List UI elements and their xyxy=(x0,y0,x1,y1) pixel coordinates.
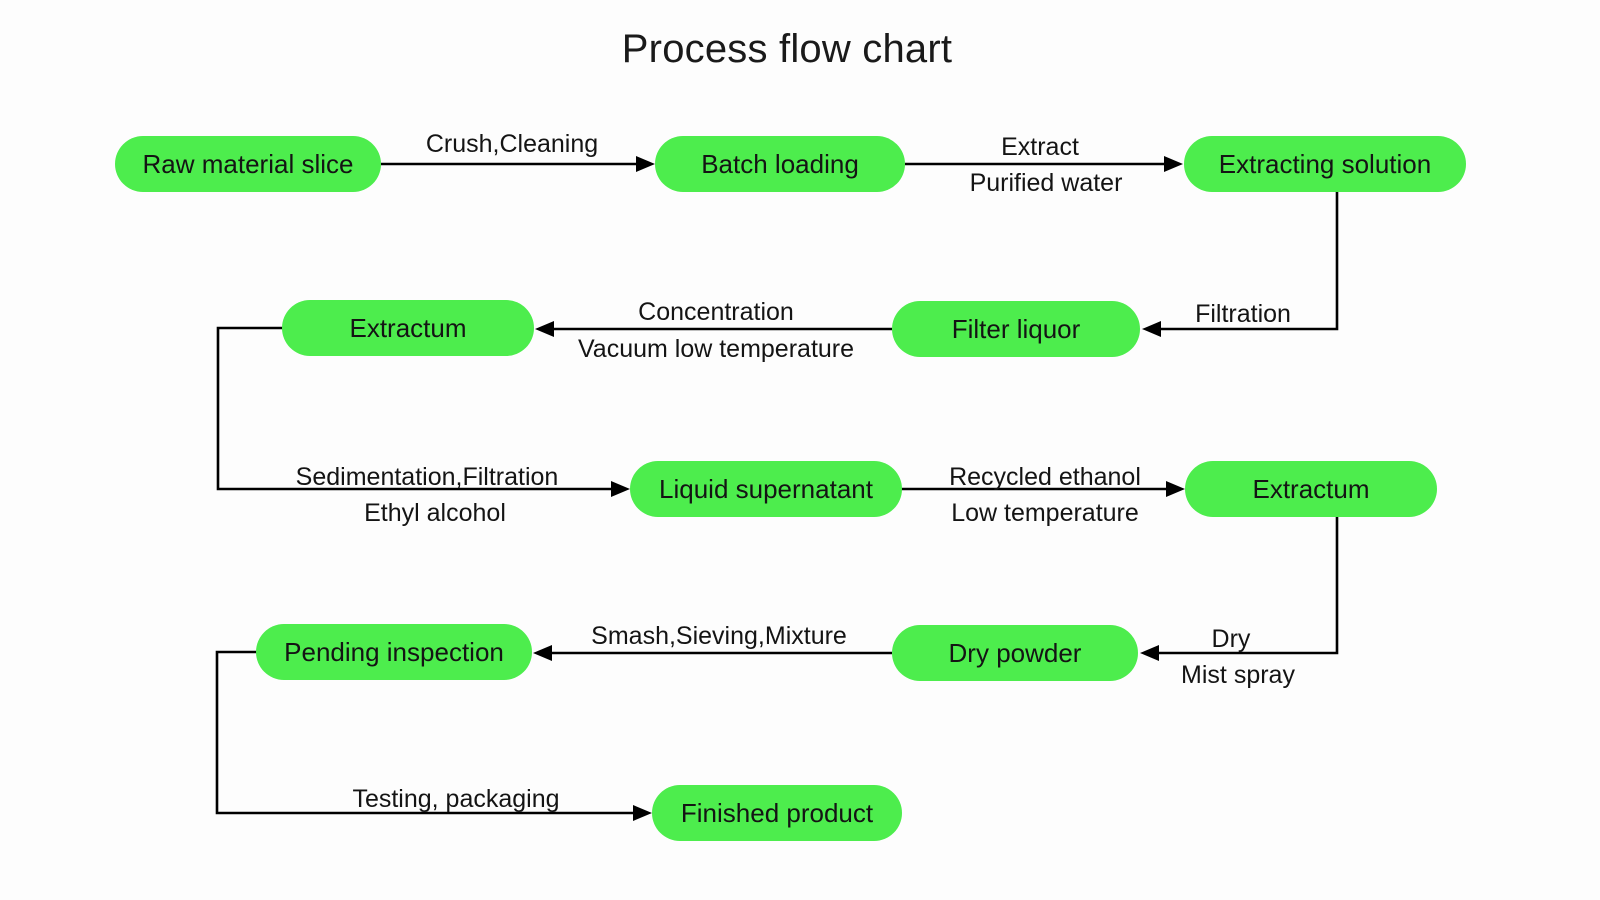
page-title: Process flow chart xyxy=(622,27,952,71)
edge-dry-powder-to-pending-inspection: Smash,Sieving,Mixture xyxy=(533,622,892,661)
node-shape[interactable] xyxy=(282,300,534,356)
edge-extractum-to-liquid-supernatant: Sedimentation,Filtration Ethyl alcohol xyxy=(216,326,630,527)
edge-label-above: Concentration xyxy=(638,298,794,326)
edge-label-below: Purified water xyxy=(970,169,1123,197)
arrow-head-icon xyxy=(611,481,630,497)
edge-label-above: Crush,Cleaning xyxy=(426,130,598,158)
edge-path xyxy=(216,326,615,491)
node-label: Extracting solution xyxy=(1219,149,1431,179)
node-shape[interactable] xyxy=(1185,461,1437,517)
edge-pending-inspection-to-finished-product: Testing, packaging xyxy=(215,650,652,821)
arrow-head-icon xyxy=(1164,156,1183,172)
node-label: Pending inspection xyxy=(284,637,504,667)
node-shape[interactable] xyxy=(256,624,532,680)
node-shape[interactable] xyxy=(892,625,1138,681)
edge-label-below: Vacuum low temperature xyxy=(578,335,854,363)
edge-extracting-solution-to-filter-liquor: Filtration xyxy=(1142,192,1339,337)
node-label: Dry powder xyxy=(949,638,1082,668)
node-label: Batch loading xyxy=(701,149,859,179)
node-label: Finished product xyxy=(681,798,874,828)
node-shape[interactable] xyxy=(115,136,381,192)
node-shape[interactable] xyxy=(655,136,905,192)
edge-filter-liquor-to-extractum: Concentration Vacuum low temperature xyxy=(535,298,892,363)
arrow-head-icon xyxy=(1142,321,1161,337)
edge-liquid-supernatant-to-extractum: Recycled ethanol Low temperature xyxy=(898,463,1185,527)
node-raw-material-slice[interactable]: Raw material slice xyxy=(115,136,381,192)
edge-label-above: Extract xyxy=(1001,133,1079,161)
node-label: Extractum xyxy=(1252,474,1369,504)
node-extractum-row3[interactable]: Extractum xyxy=(1185,461,1437,517)
arrow-head-icon xyxy=(636,156,655,172)
edge-label-below: Ethyl alcohol xyxy=(364,499,506,527)
edge-path xyxy=(1157,192,1339,331)
edge-label-above: Dry xyxy=(1212,625,1251,653)
edge-label-above: Testing, packaging xyxy=(352,785,559,813)
node-label: Extractum xyxy=(349,313,466,343)
edge-label-above: Filtration xyxy=(1195,300,1291,328)
node-shape[interactable] xyxy=(630,461,902,517)
arrow-head-icon xyxy=(1166,481,1185,497)
node-shape[interactable] xyxy=(1184,136,1466,192)
node-label: Filter liquor xyxy=(952,314,1081,344)
edge-path xyxy=(1155,517,1339,655)
edge-label-below: Low temperature xyxy=(951,499,1139,527)
edge-label-above: Smash,Sieving,Mixture xyxy=(591,622,847,650)
node-filter-liquor[interactable]: Filter liquor xyxy=(892,301,1140,357)
edge-label-above: Sedimentation,Filtration xyxy=(296,463,559,491)
node-extractum-row2[interactable]: Extractum xyxy=(282,300,534,356)
edge-label-above: Recycled ethanol xyxy=(949,463,1141,491)
node-shape[interactable] xyxy=(652,785,902,841)
node-pending-inspection[interactable]: Pending inspection xyxy=(256,624,532,680)
node-finished-product[interactable]: Finished product xyxy=(652,785,902,841)
edge-path xyxy=(215,650,637,815)
edge-extractum-to-dry-powder: Dry Mist spray xyxy=(1140,517,1339,689)
arrow-head-icon xyxy=(533,645,552,661)
edge-label-below: Mist spray xyxy=(1181,661,1295,689)
node-label: Liquid supernatant xyxy=(659,474,874,504)
edge-batch-loading-to-extracting-solution: Extract Purified water xyxy=(905,133,1183,197)
arrow-head-icon xyxy=(633,805,652,821)
node-shape[interactable] xyxy=(892,301,1140,357)
node-dry-powder[interactable]: Dry powder xyxy=(892,625,1138,681)
node-label: Raw material slice xyxy=(143,149,354,179)
arrow-head-icon xyxy=(535,321,554,337)
edge-raw-material-to-batch-loading: Crush,Cleaning xyxy=(381,130,655,172)
node-batch-loading[interactable]: Batch loading xyxy=(655,136,905,192)
node-extracting-solution[interactable]: Extracting solution xyxy=(1184,136,1466,192)
arrow-head-icon xyxy=(1140,645,1159,661)
node-liquid-supernatant[interactable]: Liquid supernatant xyxy=(630,461,902,517)
